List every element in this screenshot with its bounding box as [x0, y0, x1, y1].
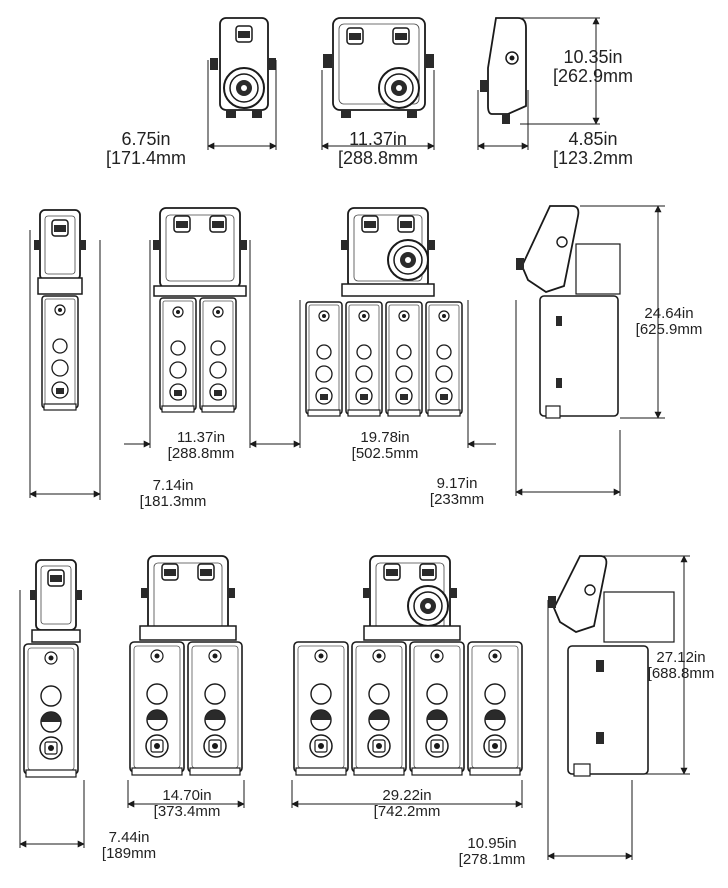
bottom-double-view [129, 556, 243, 776]
dim-mm: [262.9mm [552, 65, 634, 86]
mid-single-view [34, 210, 86, 411]
dim-in: 6.75in [121, 129, 171, 149]
dim-mm: [373.4mm [153, 802, 221, 820]
dim-label-mid-side-depth: 9.17in [233mm [402, 476, 512, 508]
dim-mm: [288.8mm [337, 147, 419, 168]
dim-in: 10.35in [563, 47, 623, 67]
top-side-view [480, 17, 527, 124]
dim-in: 11.37in [176, 429, 226, 446]
dim-lines-bottom [19, 555, 690, 860]
dim-mm: [233mm [429, 490, 485, 508]
bottom-side-view [548, 555, 675, 777]
dim-mm: [171.4mm [105, 147, 187, 168]
dim-in: 29.22in [382, 787, 432, 804]
dim-label-bottom-quad: 29.22in [742.2mm [352, 788, 462, 820]
dim-label-bottom-side-height: 27.12in [688.8mm [636, 650, 726, 682]
dim-in: 7.14in [152, 477, 194, 494]
dim-mm: [189mm [101, 844, 157, 862]
dim-in: 19.78in [360, 429, 410, 446]
dim-label-top-front-small: 6.75in [171.4mm [92, 130, 200, 168]
dim-mm: [688.8mm [647, 664, 715, 682]
dim-label-mid-double: 11.37in [288.8mm [146, 430, 256, 462]
mid-double-view [153, 208, 247, 413]
dim-lines-top [207, 17, 600, 150]
mid-quad-view [305, 208, 463, 417]
dim-label-top-side-height: 10.35in [262.9mm [538, 48, 648, 86]
dim-mm: [123.2mm [552, 147, 634, 168]
dim-label-mid-quad: 19.78in [502.5mm [330, 430, 440, 462]
dim-mm: [502.5mm [351, 444, 419, 462]
dim-in: 24.64in [644, 305, 694, 322]
dim-in: 4.85in [568, 129, 618, 149]
dim-in: 9.17in [436, 475, 478, 492]
top-front-large-view [323, 17, 434, 118]
dim-in: 11.37in [349, 129, 407, 149]
dim-label-bottom-single: 7.44in [189mm [84, 830, 174, 862]
dim-mm: [288.8mm [167, 444, 235, 462]
dim-mm: [278.1mm [458, 850, 526, 868]
dim-label-mid-single: 7.14in [181.3mm [118, 478, 228, 510]
mid-side-view [516, 205, 621, 419]
dim-lines-middle [29, 205, 665, 500]
bottom-single-view [23, 560, 82, 778]
top-front-small-view [210, 17, 276, 118]
dim-in: 7.44in [108, 829, 150, 846]
dim-mm: [742.2mm [373, 802, 441, 820]
dim-label-bottom-side-depth: 10.95in [278.1mm [442, 836, 542, 868]
dim-label-top-front-large: 11.37in [288.8mm [322, 130, 434, 168]
dim-label-top-side-depth: 4.85in [123.2mm [538, 130, 648, 168]
dim-label-mid-side-height: 24.64in [625.9mm [614, 306, 724, 338]
dim-mm: [181.3mm [139, 492, 207, 510]
dim-in: 27.12in [656, 649, 706, 666]
bottom-quad-view [293, 556, 523, 776]
dim-in: 10.95in [467, 835, 517, 852]
dim-mm: [625.9mm [635, 320, 703, 338]
dim-in: 14.70in [162, 787, 212, 804]
dim-label-bottom-double: 14.70in [373.4mm [132, 788, 242, 820]
